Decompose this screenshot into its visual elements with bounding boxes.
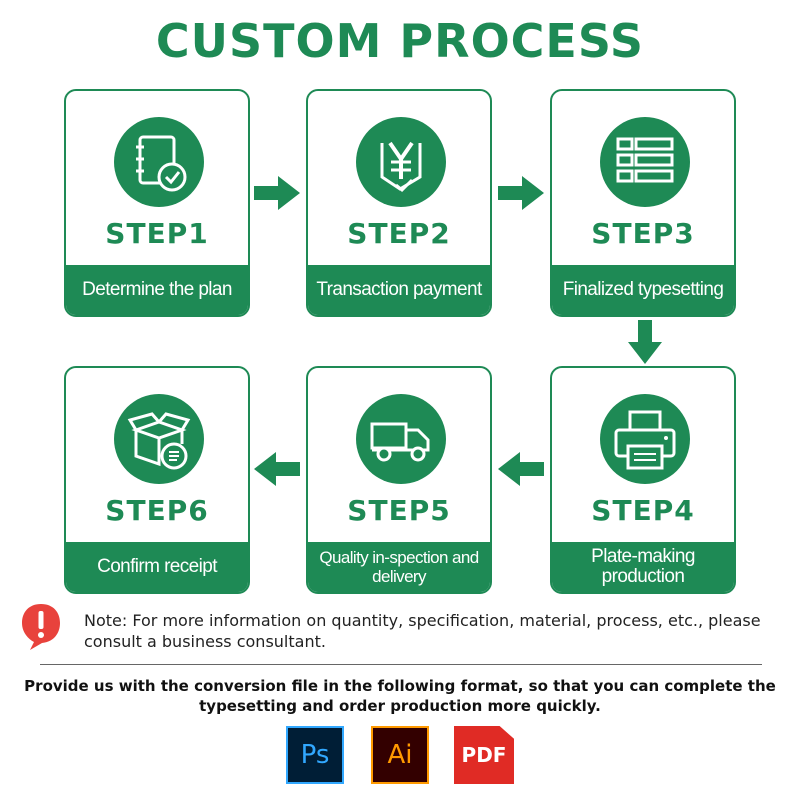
arrow-left-icon	[254, 452, 300, 486]
arrow-right-icon	[498, 176, 544, 210]
step-caption: Determine the plan	[66, 265, 248, 315]
formats-intro: Provide us with the conversion file in t…	[24, 677, 776, 715]
step-label: STEP1	[105, 217, 209, 250]
step-caption: Transaction payment	[308, 265, 490, 315]
step-label: STEP6	[105, 494, 209, 527]
step-card-3: STEP3 Finalized typesetting	[550, 89, 736, 317]
step-label: STEP5	[347, 494, 451, 527]
page-title: CUSTOM PROCESS	[155, 14, 645, 68]
step-caption: Finalized typesetting	[552, 265, 734, 315]
notebook-check-icon	[136, 135, 187, 192]
step-caption: Confirm receipt	[66, 542, 248, 592]
step-label: STEP4	[591, 494, 695, 527]
printer-icon	[614, 410, 676, 470]
step-label: STEP2	[347, 217, 451, 250]
delivery-truck-icon	[370, 422, 430, 462]
layout-grid-icon	[616, 137, 674, 183]
step1-icon-circle	[114, 117, 204, 207]
photoshop-icon: Ps	[286, 726, 344, 784]
step2-icon-circle	[356, 117, 446, 207]
step-card-5: STEP5 Quality in-spection and delivery	[306, 366, 492, 594]
step4-icon-circle	[600, 394, 690, 484]
step-label: STEP3	[591, 217, 695, 250]
arrow-down-icon	[628, 320, 662, 364]
step5-icon-circle	[356, 394, 446, 484]
step3-icon-circle	[600, 117, 690, 207]
pdf-icon: PDF	[454, 726, 514, 784]
step-caption: Plate-making production	[552, 542, 734, 592]
step-card-1: STEP1 Determine the plan	[64, 89, 250, 317]
illustrator-icon: Ai	[371, 726, 429, 784]
step6-icon-circle	[114, 394, 204, 484]
package-receipt-icon	[127, 412, 191, 470]
step-caption: Quality in-spection and delivery	[308, 542, 490, 592]
step-card-2: STEP2 Transaction payment	[306, 89, 492, 317]
step-card-4: STEP4 Plate-making production	[550, 366, 736, 594]
step-card-6: STEP6 Confirm receipt	[64, 366, 250, 594]
yen-payment-icon	[380, 141, 422, 193]
arrow-left-icon	[498, 452, 544, 486]
exclamation-icon	[22, 604, 60, 650]
divider	[40, 664, 762, 665]
arrow-right-icon	[254, 176, 300, 210]
note-text: Note: For more information on quantity, …	[84, 611, 761, 651]
